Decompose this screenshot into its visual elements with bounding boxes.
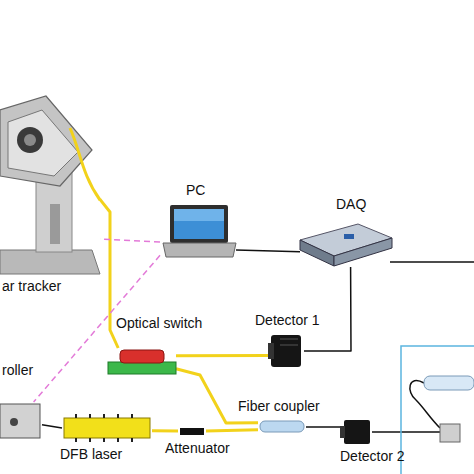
dfb-laser-figure bbox=[64, 414, 150, 442]
device-label: DAQ bbox=[336, 196, 366, 212]
detector: Detector 2 bbox=[342, 418, 372, 446]
detector-figure bbox=[340, 420, 370, 444]
device-label: Detector 2 bbox=[340, 448, 405, 464]
device-label: Optical switch bbox=[116, 315, 202, 331]
attenuator: Attenuator bbox=[178, 425, 206, 437]
cable-line bbox=[304, 267, 351, 351]
controller: roller bbox=[0, 402, 42, 440]
fiber-line bbox=[206, 430, 258, 431]
detector-figure bbox=[268, 335, 301, 367]
device-label: DFB laser bbox=[60, 446, 122, 462]
device-label: Attenuator bbox=[165, 440, 230, 456]
daq: DAQ bbox=[300, 222, 392, 267]
control-line bbox=[100, 239, 160, 242]
fiber-coupler-figure bbox=[260, 421, 304, 432]
device-label: ar tracker bbox=[2, 278, 61, 294]
fiber-line bbox=[152, 430, 178, 431]
fiber-line bbox=[100, 199, 118, 348]
dfb-laser: DFB laser bbox=[62, 414, 152, 442]
controller-figure bbox=[0, 404, 40, 438]
cable-line bbox=[390, 261, 474, 263]
pc: PC bbox=[160, 205, 236, 258]
laser-tracker: ar tracker bbox=[0, 95, 100, 275]
cable-line bbox=[372, 431, 440, 433]
optical-switch: Optical switch bbox=[108, 348, 176, 374]
laser-tracker-figure bbox=[0, 96, 100, 274]
attenuator-figure bbox=[180, 428, 204, 435]
cable-line bbox=[236, 250, 300, 252]
daq-figure bbox=[300, 224, 392, 266]
device-label: Detector 1 bbox=[255, 312, 320, 328]
fiber-coupler: Fiber coupler bbox=[258, 420, 306, 434]
device-label: PC bbox=[186, 182, 205, 198]
device-label: roller bbox=[2, 362, 33, 378]
cable-line bbox=[306, 426, 342, 427]
detector: Detector 1 bbox=[268, 332, 304, 370]
fiber-line bbox=[176, 355, 268, 356]
optical-switch-figure bbox=[108, 350, 176, 374]
laptop-figure bbox=[163, 205, 236, 257]
cable-line bbox=[42, 425, 62, 428]
fiber-line bbox=[176, 369, 258, 423]
inset-panel bbox=[401, 346, 474, 474]
device-label: Fiber coupler bbox=[238, 398, 320, 414]
